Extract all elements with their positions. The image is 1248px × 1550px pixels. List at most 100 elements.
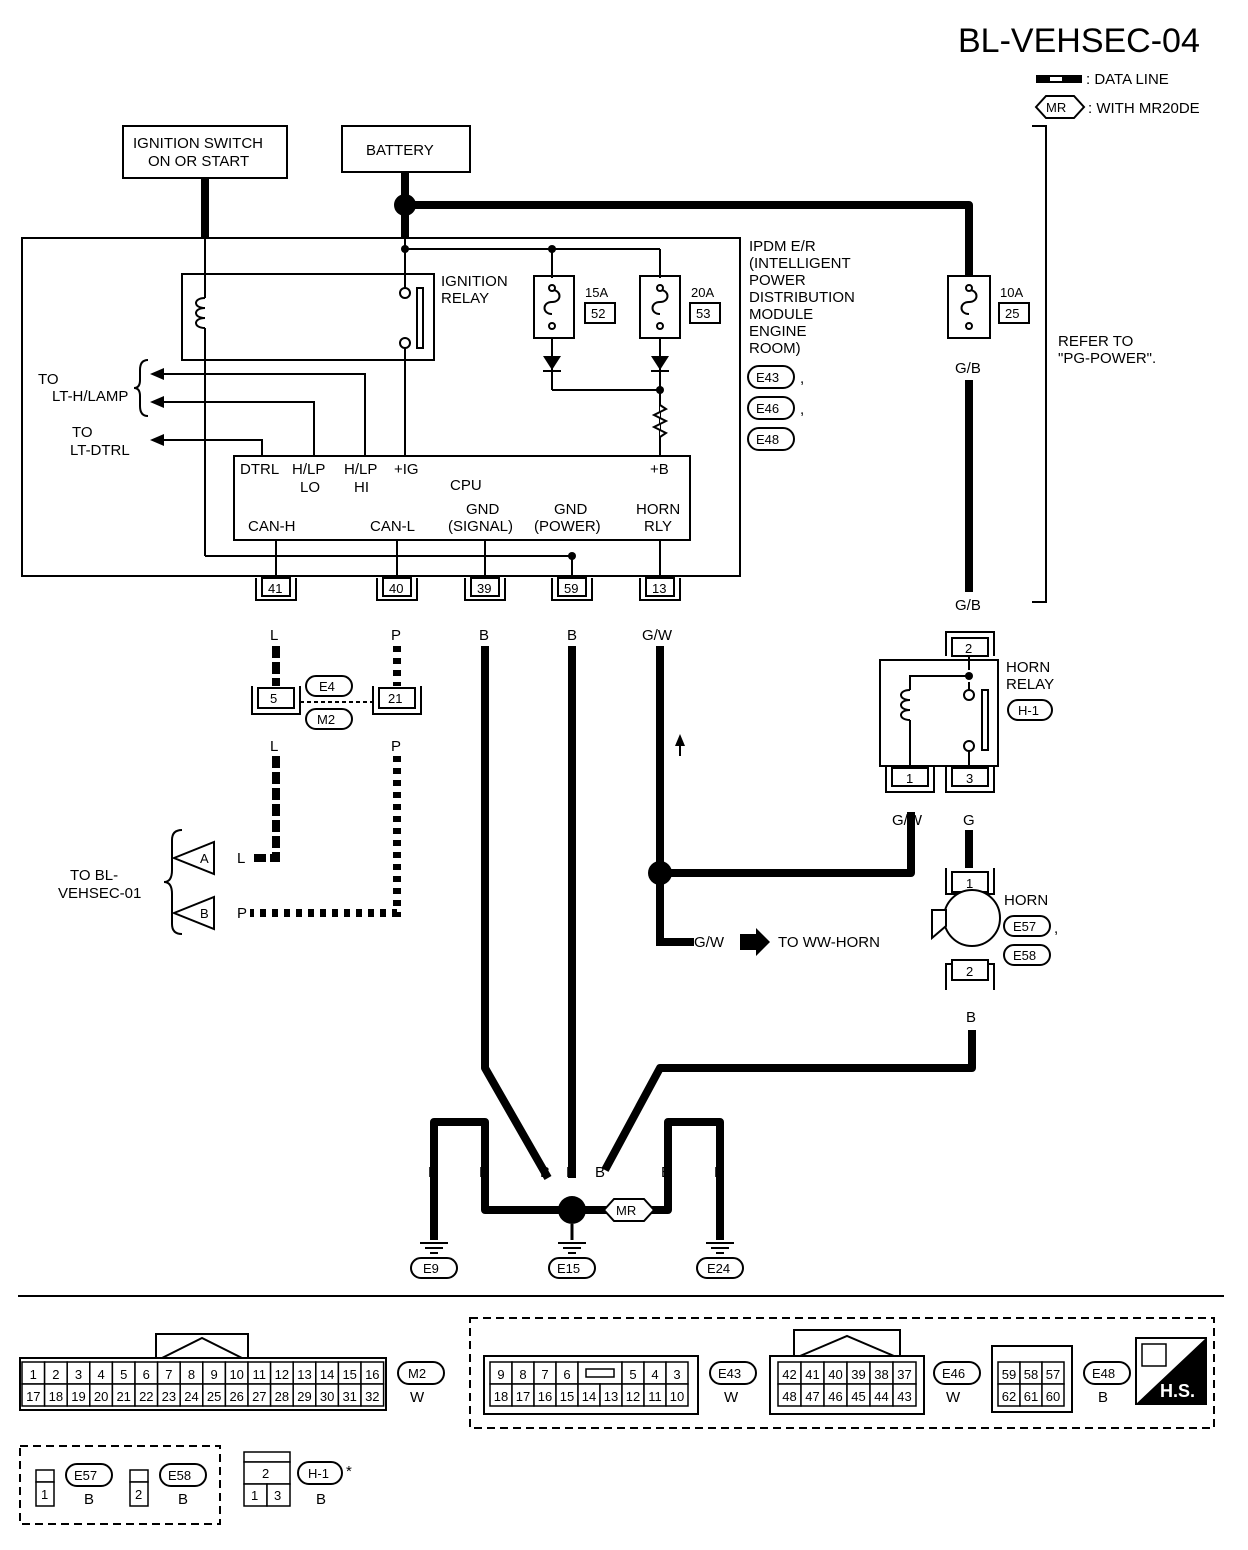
svg-text:B: B (966, 1009, 976, 1026)
connector-group-horn (19, 1445, 221, 1525)
svg-text:E15: E15 (557, 1261, 580, 1276)
svg-text:E48: E48 (756, 432, 779, 447)
to-ww-horn-label: TO WW-HORN (778, 934, 880, 951)
svg-text:POWER: POWER (749, 272, 806, 289)
pin-number: 30 (320, 1389, 334, 1404)
svg-text:3: 3 (274, 1488, 281, 1503)
svg-text:,: , (800, 401, 804, 418)
svg-text:W: W (724, 1389, 739, 1406)
can-l-data-line (250, 646, 401, 917)
svg-text:VEHSEC-01: VEHSEC-01 (58, 885, 141, 902)
svg-text:G/W: G/W (892, 812, 923, 829)
svg-text:B: B (479, 1164, 489, 1181)
horn: 1 2 HORN E57 , E58 (931, 868, 1058, 990)
pin-number: 4 (97, 1367, 104, 1382)
svg-text:,: , (1054, 920, 1058, 937)
pin-number: 8 (519, 1367, 526, 1382)
svg-text:(SIGNAL): (SIGNAL) (448, 518, 513, 535)
svg-text:BATTERY: BATTERY (366, 142, 434, 159)
fuse-15a: 15A 52 (533, 275, 616, 339)
legend-mr: MR : WITH MR20DE (1034, 95, 1200, 119)
svg-text:E46: E46 (942, 1366, 965, 1381)
pin-number: 6 (143, 1367, 150, 1382)
pin-number: 1 (30, 1367, 37, 1382)
svg-text:: DATA LINE: : DATA LINE (1086, 71, 1169, 88)
svg-text:TO BL-: TO BL- (70, 867, 118, 884)
svg-text:21: 21 (388, 691, 402, 706)
svg-text:B: B (200, 906, 209, 921)
svg-text:L: L (237, 850, 245, 867)
svg-text:"PG-POWER".: "PG-POWER". (1058, 350, 1156, 367)
pin-number: 44 (874, 1389, 888, 1404)
pin-number: 48 (782, 1389, 796, 1404)
svg-text:LO: LO (300, 479, 320, 496)
pin-number: 15 (342, 1367, 356, 1382)
svg-text:1: 1 (906, 771, 913, 786)
can-h-data-line (250, 646, 280, 862)
svg-text:E43: E43 (718, 1366, 741, 1381)
svg-text:*: * (346, 1463, 352, 1480)
pin-number: 58 (1024, 1367, 1038, 1382)
pin-number: 45 (851, 1389, 865, 1404)
pin-number: 61 (1024, 1389, 1038, 1404)
pin-number: 60 (1046, 1389, 1060, 1404)
svg-text:P: P (237, 905, 247, 922)
svg-text:RELAY: RELAY (441, 290, 489, 307)
svg-text:E4: E4 (319, 679, 335, 694)
pin-number: 14 (582, 1389, 596, 1404)
svg-text:E43: E43 (756, 370, 779, 385)
fuse-20a: 20A 53 (639, 275, 721, 339)
pin-number: 32 (365, 1389, 379, 1404)
pin-number: 22 (139, 1389, 153, 1404)
svg-text:3: 3 (966, 771, 973, 786)
svg-text:H/LP: H/LP (292, 461, 325, 478)
ground-e15: E15 MR (548, 1196, 656, 1279)
pin-number: 10 (229, 1367, 243, 1382)
svg-text:E9: E9 (423, 1261, 439, 1276)
svg-text:: WITH MR20DE: : WITH MR20DE (1088, 100, 1200, 117)
pin-number: 7 (541, 1367, 548, 1382)
pin-number: 27 (252, 1389, 266, 1404)
pin-number: 40 (828, 1367, 842, 1382)
pin-number: 23 (162, 1389, 176, 1404)
svg-text:REFER TO: REFER TO (1058, 333, 1133, 350)
pin-number: 39 (851, 1367, 865, 1382)
svg-text:RELAY: RELAY (1006, 676, 1054, 693)
svg-text:E57: E57 (1013, 919, 1036, 934)
ipdm-terminals: 41 40 39 59 13 (255, 577, 681, 601)
svg-text:H/LP: H/LP (344, 461, 377, 478)
svg-text:H.S.: H.S. (1160, 1381, 1195, 1401)
svg-text:CPU: CPU (450, 477, 482, 494)
svg-text:M2: M2 (317, 712, 335, 727)
svg-text:GND: GND (554, 501, 588, 518)
svg-text:B: B (479, 627, 489, 644)
svg-text:53: 53 (696, 306, 710, 321)
pin-number: 26 (229, 1389, 243, 1404)
svg-text:B: B (661, 1164, 671, 1181)
svg-text:TO: TO (72, 424, 93, 441)
pin-number: 16 (365, 1367, 379, 1382)
svg-text:MODULE: MODULE (749, 306, 813, 323)
svg-text:HORN: HORN (636, 501, 680, 518)
svg-text:(POWER): (POWER) (534, 518, 601, 535)
pin-number: 11 (648, 1389, 662, 1404)
pin-number: 3 (75, 1367, 82, 1382)
svg-text:B: B (1098, 1389, 1108, 1406)
connector-e58: 2 E58 B (129, 1463, 207, 1508)
pin-number: 37 (897, 1367, 911, 1382)
svg-text:B: B (595, 1164, 605, 1181)
pin-number: 62 (1002, 1389, 1016, 1404)
connector-group-ipdm (469, 1317, 1215, 1429)
svg-text:P: P (391, 738, 401, 755)
connector-e57: 1 E57 B (35, 1463, 113, 1508)
pin-number: 17 (26, 1389, 40, 1404)
key-slot (585, 1368, 615, 1378)
svg-text:W: W (946, 1389, 961, 1406)
hs-badge: H.S. (1135, 1337, 1207, 1405)
svg-text:ROOM): ROOM) (749, 340, 801, 357)
svg-text:LT-H/LAMP: LT-H/LAMP (52, 388, 128, 405)
svg-text:E58: E58 (1013, 948, 1036, 963)
cpu-box (233, 455, 691, 541)
